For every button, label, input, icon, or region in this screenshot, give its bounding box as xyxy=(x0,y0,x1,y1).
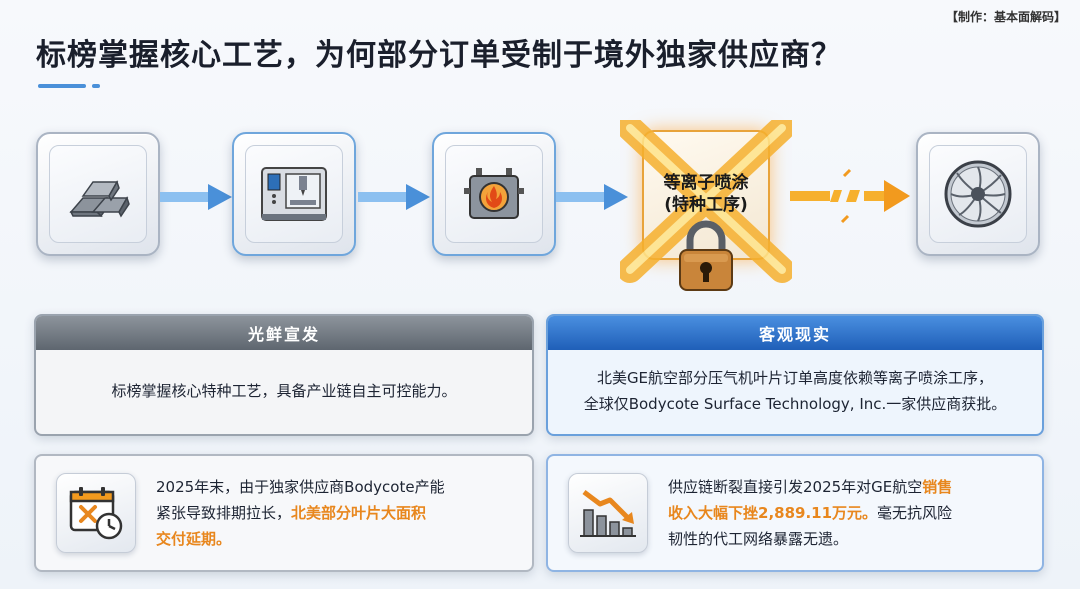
flow-step-machining xyxy=(232,132,356,256)
title-underline-dot xyxy=(92,84,100,88)
page-title: 标榜掌握核心工艺，为何部分订单受制于境外独家供应商？ xyxy=(36,38,842,73)
padlock-icon xyxy=(679,220,733,291)
flow-step-heat-treatment xyxy=(432,132,556,256)
impact-card-text: 供应链断裂直接引发2025年对GE航空销售 收入大幅下挫2,889.11万元。毫… xyxy=(668,478,953,548)
claim-card-heading: 光鲜宣发 xyxy=(36,316,532,350)
flow-arrow-2 xyxy=(358,184,430,210)
delay-card-text: 2025年末，由于独家供应商Bodycote产能 紧张导致排期拉长，北美部分叶片… xyxy=(156,478,445,548)
flow-step-plasma-spray-blocked: 等离子喷涂 (特种工序) xyxy=(620,120,792,296)
claim-card: 光鲜宣发 标榜掌握核心特种工艺，具备产业链自主可控能力。 xyxy=(34,314,534,436)
cnc-machine-icon xyxy=(261,167,327,221)
declining-chart-icon xyxy=(580,490,636,537)
metal-ingots-icon xyxy=(69,180,130,218)
impact-card: 供应链断裂直接引发2025年对GE航空销售 收入大幅下挫2,889.11万元。毫… xyxy=(546,454,1044,572)
reality-card-heading: 客观现实 xyxy=(548,316,1042,350)
flow-arrow-3 xyxy=(556,184,628,210)
furnace-icon xyxy=(464,168,524,219)
flow-arrow-1 xyxy=(160,184,232,210)
reality-card: 客观现实 北美GE航空部分压气机叶片订单高度依赖等离子喷涂工序， 全球仅Body… xyxy=(546,314,1044,436)
delay-card: 2025年末，由于独家供应商Bodycote产能 紧张导致排期拉长，北美部分叶片… xyxy=(34,454,534,572)
credit-label: 【制作：基本面解码】 xyxy=(945,10,1066,24)
flow-arrow-broken xyxy=(790,168,910,224)
blocked-step-label: 等离子喷涂 (特种工序) xyxy=(663,173,749,215)
title-underline xyxy=(38,84,86,88)
blocked-x-mark-icon xyxy=(620,120,792,283)
impact-icon-tile xyxy=(568,473,648,553)
calendar-delay-icon xyxy=(69,487,123,540)
claim-card-text: 标榜掌握核心特种工艺，具备产业链自主可控能力。 xyxy=(111,382,457,400)
flow-step-raw-material xyxy=(36,132,160,256)
delay-icon-tile xyxy=(56,473,136,553)
flow-step-engine xyxy=(916,132,1040,256)
turbine-fan-icon xyxy=(944,160,1012,228)
reality-card-text: 北美GE航空部分压气机叶片订单高度依赖等离子喷涂工序， 全球仅Bodycote … xyxy=(583,369,1007,413)
